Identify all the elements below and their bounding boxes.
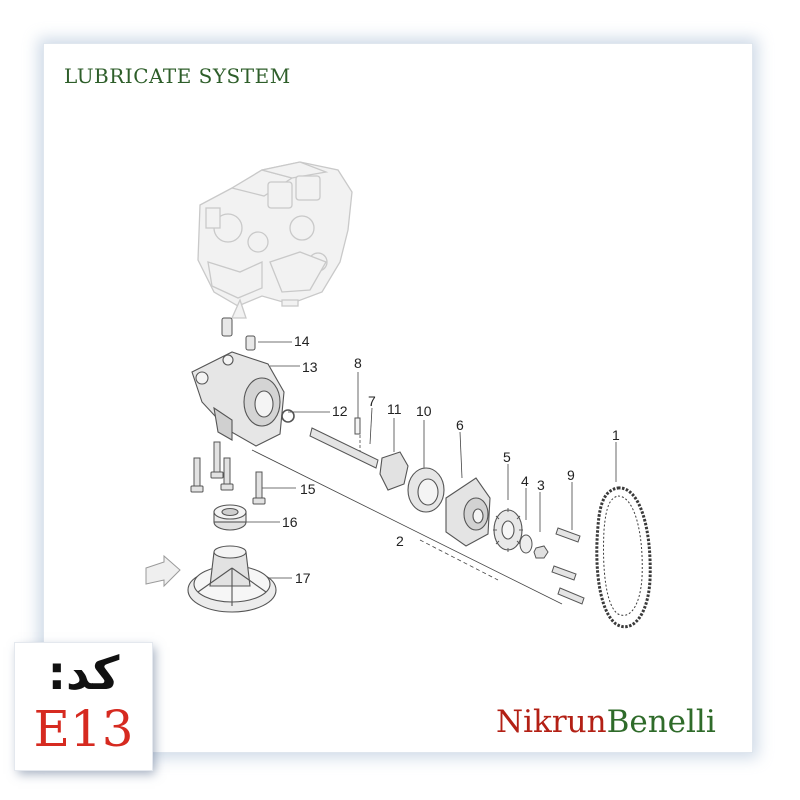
- inner-drive-gear: [379, 451, 409, 491]
- callout-15: 15: [300, 481, 316, 497]
- part-code-value: E13: [33, 700, 134, 758]
- oil-seal: [213, 504, 247, 531]
- bolts: [190, 441, 266, 505]
- callout-13: 13: [302, 359, 318, 375]
- callout-3: 3: [537, 477, 545, 493]
- callout-5: 5: [503, 449, 511, 465]
- pump-shaft: [309, 417, 379, 469]
- callout-1: 1: [612, 427, 620, 443]
- o-ring: [281, 409, 295, 423]
- oil-pump-housing: [191, 351, 285, 447]
- brand-logo-text: NikrunBenelli: [496, 704, 716, 740]
- outer-rotor: [407, 467, 445, 513]
- callout-7: 7: [368, 393, 376, 409]
- part-code-label: کد:: [47, 646, 120, 700]
- callout-4: 4: [521, 473, 529, 489]
- callout-11: 11: [387, 401, 402, 417]
- page-title: LUBRICATE SYSTEM: [64, 64, 291, 88]
- callout-16: 16: [282, 514, 298, 530]
- cover-bolts: [551, 527, 585, 605]
- callout-14: 14: [294, 333, 310, 349]
- callout-10: 10: [416, 403, 432, 419]
- callout-labels: 1 2 3 4 5 6 7 8 9 10 11 12 13 14 15 16 1…: [282, 333, 620, 586]
- callout-2: 2: [396, 533, 404, 549]
- part-code-box: [15, 643, 152, 770]
- diagram-card: [44, 44, 752, 752]
- direction-arrow-icon: [145, 554, 181, 588]
- oil-strainer: [187, 545, 277, 613]
- callout-9: 9: [567, 467, 575, 483]
- pump-sprocket: [493, 508, 523, 552]
- washer: [519, 534, 533, 554]
- callout-12: 12: [332, 403, 348, 419]
- engine-block-ghost: [197, 161, 353, 319]
- brand-name-part2: Benelli: [606, 704, 716, 740]
- drive-chain: [595, 486, 652, 629]
- brand-name-part1: Nikrun: [496, 704, 607, 740]
- nut: [533, 545, 549, 559]
- dowel-pins: [221, 317, 256, 351]
- pump-cover: [445, 477, 491, 547]
- callout-6: 6: [456, 417, 464, 433]
- callout-8: 8: [354, 355, 362, 371]
- callout-17: 17: [295, 570, 311, 586]
